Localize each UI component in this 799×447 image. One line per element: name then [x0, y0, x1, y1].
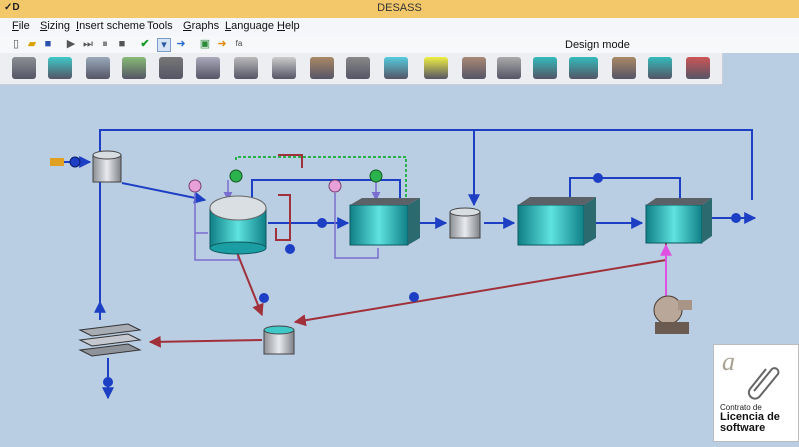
font-icon[interactable]: fa	[235, 39, 243, 48]
palette-flask-icon[interactable]	[384, 57, 408, 79]
palette-box-icon[interactable]	[310, 57, 334, 79]
stop-icon[interactable]: ■	[118, 38, 126, 50]
palette-grit-icon[interactable]	[346, 57, 370, 79]
menu-file[interactable]: File	[12, 20, 30, 32]
paperclip-icon	[747, 367, 780, 400]
palette-settler-icon[interactable]	[86, 57, 110, 79]
palette-tank-4-icon[interactable]	[574, 57, 598, 79]
check-icon[interactable]: ✔	[140, 38, 150, 50]
mode-label: Design mode	[565, 39, 630, 51]
standard-toolbar	[0, 36, 799, 53]
pump-icon[interactable]	[317, 218, 327, 228]
design-mode-icon[interactable]: ▾	[157, 38, 171, 52]
palette-valve-icon[interactable]	[686, 57, 710, 79]
menu-graphs[interactable]: Graphs	[183, 20, 220, 32]
license-watermark: a	[722, 347, 735, 376]
export-icon[interactable]: ▣	[199, 38, 211, 50]
palette-sand-trap-icon[interactable]	[122, 57, 146, 79]
biological-reactor[interactable]	[349, 198, 420, 246]
palette-dome-2-icon[interactable]	[234, 57, 258, 79]
palette-dome-icon[interactable]	[196, 57, 220, 79]
air-blower[interactable]	[653, 295, 692, 334]
new-file-icon[interactable]: ▯	[12, 38, 20, 50]
aeration-tank[interactable]	[517, 197, 596, 246]
dotted-signal-line	[235, 156, 407, 200]
menu-sizing[interactable]: Sizing	[40, 20, 70, 32]
palette-dome-3-icon[interactable]	[272, 57, 296, 79]
primary-clarifier[interactable]	[449, 207, 481, 239]
palette-tank-icon[interactable]	[48, 57, 72, 79]
arrow-right-icon[interactable]: ➜	[176, 38, 186, 50]
title-bar: ✓D DESASS	[0, 0, 799, 19]
pump-icon[interactable]	[409, 292, 419, 302]
app-icon: ✓D	[4, 2, 20, 13]
menu-bar: File Sizing Insert scheme Tools Graphs L…	[0, 18, 799, 37]
pump-icon[interactable]	[259, 293, 269, 303]
open-folder-icon[interactable]: ▰	[27, 38, 37, 50]
palette-fan-icon[interactable]	[462, 57, 486, 79]
pump-icon[interactable]	[69, 156, 81, 168]
anaerobic-digester[interactable]	[209, 195, 267, 255]
palette-tank-2-icon[interactable]	[533, 57, 557, 79]
blower-icon[interactable]	[369, 169, 383, 183]
recycle-lines	[194, 180, 381, 261]
palette-tank-5-icon[interactable]	[648, 57, 672, 79]
palette-chemical-icon[interactable]	[424, 57, 448, 79]
palette-cone-icon[interactable]	[497, 57, 521, 79]
palette-filter-icon[interactable]	[159, 57, 183, 79]
menu-language[interactable]: Language	[225, 20, 274, 32]
pause-icon[interactable]: ⏸	[102, 38, 108, 50]
pump-icon[interactable]	[103, 377, 113, 387]
secondary-tank[interactable]	[645, 198, 712, 244]
blower-icon[interactable]	[229, 169, 243, 183]
save-icon[interactable]: ■	[44, 38, 52, 50]
menu-tools[interactable]: Tools	[147, 20, 173, 32]
window-title: DESASS	[377, 2, 422, 14]
license-badge: a Contrato de Licencia de software	[713, 344, 799, 442]
menu-insert-scheme[interactable]: Insert scheme	[76, 20, 146, 32]
sludge-thickener[interactable]	[263, 325, 295, 355]
process-diagram-canvas[interactable]	[0, 85, 799, 444]
license-title: Licencia de software	[720, 411, 780, 434]
pump-icon[interactable]	[593, 173, 603, 183]
orange-arrow-icon[interactable]: ➜	[217, 38, 227, 50]
influent-tank[interactable]	[92, 150, 122, 183]
palette-box-2-icon[interactable]	[612, 57, 636, 79]
pump-icon[interactable]	[285, 244, 295, 254]
license-subtitle: Contrato de	[720, 403, 762, 412]
mixer-icon[interactable]	[188, 179, 202, 193]
pump-icon[interactable]	[731, 213, 741, 223]
belt-filter-press[interactable]	[78, 323, 142, 357]
palette-clarifier-icon[interactable]	[12, 57, 36, 79]
mixer-icon[interactable]	[328, 179, 342, 193]
influent-pipe-icon	[50, 158, 64, 166]
menu-help[interactable]: Help	[277, 20, 300, 32]
play-icon[interactable]: ▶	[66, 38, 76, 50]
step-icon[interactable]: ⏭	[83, 38, 93, 50]
